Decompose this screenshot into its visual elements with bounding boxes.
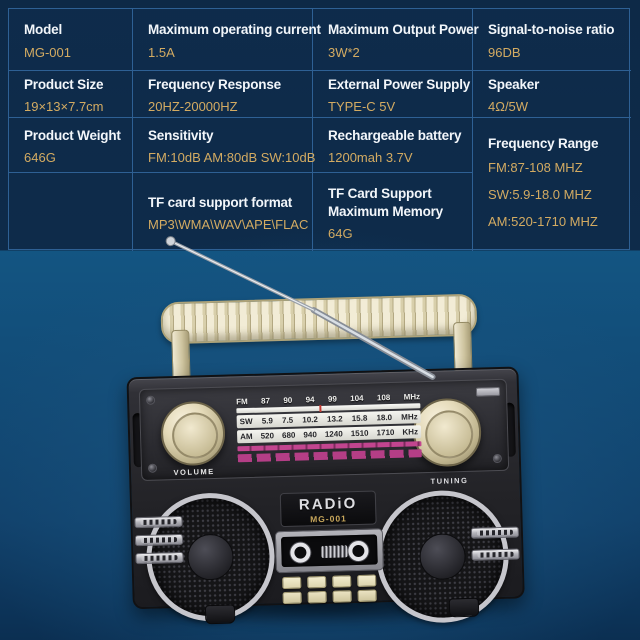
spec-cell-sensitivity: Sensitivity FM:10dB AM:80dB SW:10dB (133, 118, 316, 173)
radio-product-photo: VOLUME FM 87 90 94 99 104 108 MHz (106, 222, 533, 637)
spec-label: Model (24, 22, 62, 38)
spec-cell-speaker: Speaker 4Ω/5W (473, 71, 631, 118)
spec-value: FM:87-108 MHZ (488, 159, 583, 175)
spec-value: 96DB (488, 44, 521, 60)
spec-label: Sensitivity (148, 127, 214, 143)
spec-value: SW:5.9-18.0 MHZ (488, 186, 592, 202)
spec-value: FM:10dB AM:80dB SW:10dB (148, 150, 316, 166)
spec-label: Product Weight (24, 127, 121, 143)
spec-value: AM:520-1710 MHZ (488, 214, 598, 230)
spec-cell-tf-memory: TF Card Support Maximum Memory 64G (313, 173, 473, 251)
antenna-icon (165, 236, 436, 380)
spec-cell-empty (9, 173, 133, 251)
spec-cell-model: Model MG-001 (9, 9, 133, 71)
spec-label: Frequency Response (148, 76, 281, 92)
spec-label: Maximum Output Power (328, 22, 479, 38)
spec-label: Frequency Range (488, 136, 599, 152)
spec-value: 64G (328, 226, 353, 242)
spec-value: 1.5A (148, 44, 175, 60)
spec-label: Signal-to-noise ratio (488, 22, 615, 38)
spec-cell-max-current: Maximum operating current 1.5A (133, 9, 321, 71)
spec-label: TF Card Support Maximum Memory (328, 185, 443, 219)
spec-cell-weight: Product Weight 646G (9, 118, 133, 173)
spec-value: 19×13×7.7cm (24, 99, 104, 115)
spec-value: 20HZ-20000HZ (148, 99, 238, 115)
spec-cell-freq-range: Frequency Range FM:87-108 MHZ SW:5.9-18.… (473, 118, 631, 251)
spec-value: TYPE-C 5V (328, 99, 396, 115)
spec-label: TF card support format (148, 194, 293, 210)
spec-cell-max-output: Maximum Output Power 3W*2 (313, 9, 479, 71)
spec-value: MP3\WMA\WAV\APE\FLAC (148, 217, 309, 233)
spec-cell-freq-response: Frequency Response 20HZ-20000HZ (133, 71, 313, 118)
spec-label: Speaker (488, 76, 540, 92)
spec-cell-battery: Rechargeable battery 1200mah 3.7V (313, 118, 473, 173)
spec-label: External Power Supply (328, 76, 471, 92)
spec-label: Maximum operating current (148, 22, 321, 38)
spec-value: 4Ω/5W (488, 99, 529, 115)
spec-value: 646G (24, 150, 56, 166)
spec-value: MG-001 (24, 44, 71, 60)
spec-value: 3W*2 (328, 44, 360, 60)
spec-label: Rechargeable battery (328, 127, 462, 143)
spec-cell-snr: Signal-to-noise ratio 96DB (473, 9, 631, 71)
spec-cell-tf-format: TF card support format MP3\WMA\WAV\APE\F… (133, 173, 313, 251)
spec-label: Product Size (24, 76, 104, 92)
spec-cell-size: Product Size 19×13×7.7cm (9, 71, 133, 118)
spec-cell-ext-power: External Power Supply TYPE-C 5V (313, 71, 473, 118)
spec-value: 1200mah 3.7V (328, 150, 413, 166)
spec-table: Model MG-001 Maximum operating current 1… (8, 8, 631, 251)
